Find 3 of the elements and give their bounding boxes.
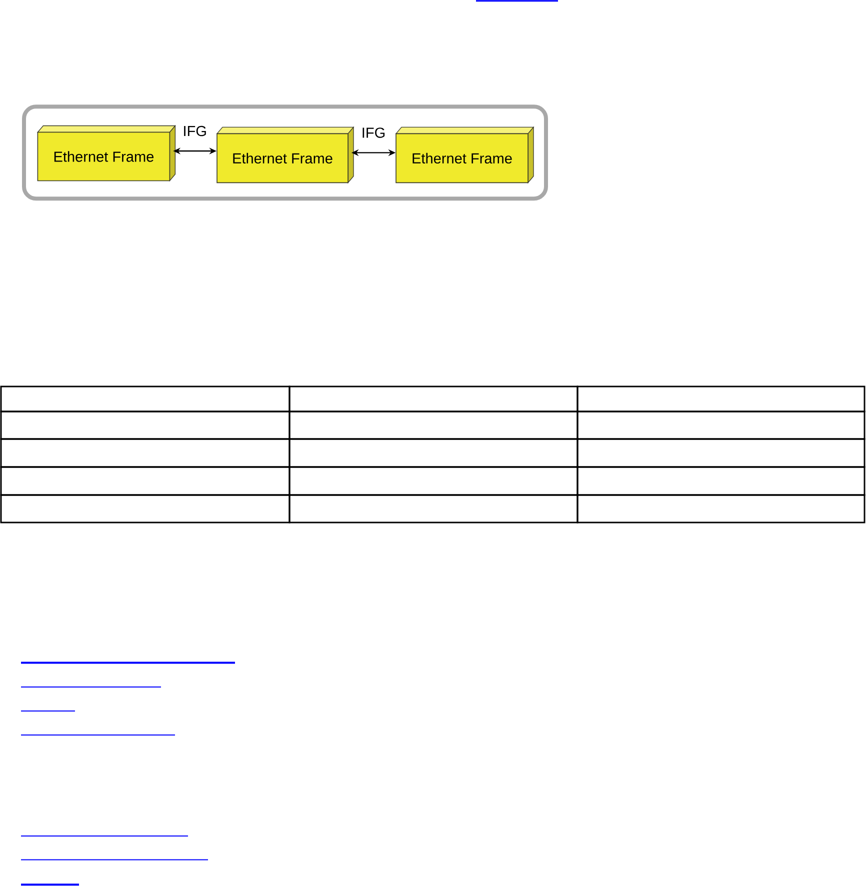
- edge-label: IFG: [360, 126, 387, 140]
- edge-label: IFG: [181, 124, 208, 138]
- rounded-frame: [22, 104, 548, 201]
